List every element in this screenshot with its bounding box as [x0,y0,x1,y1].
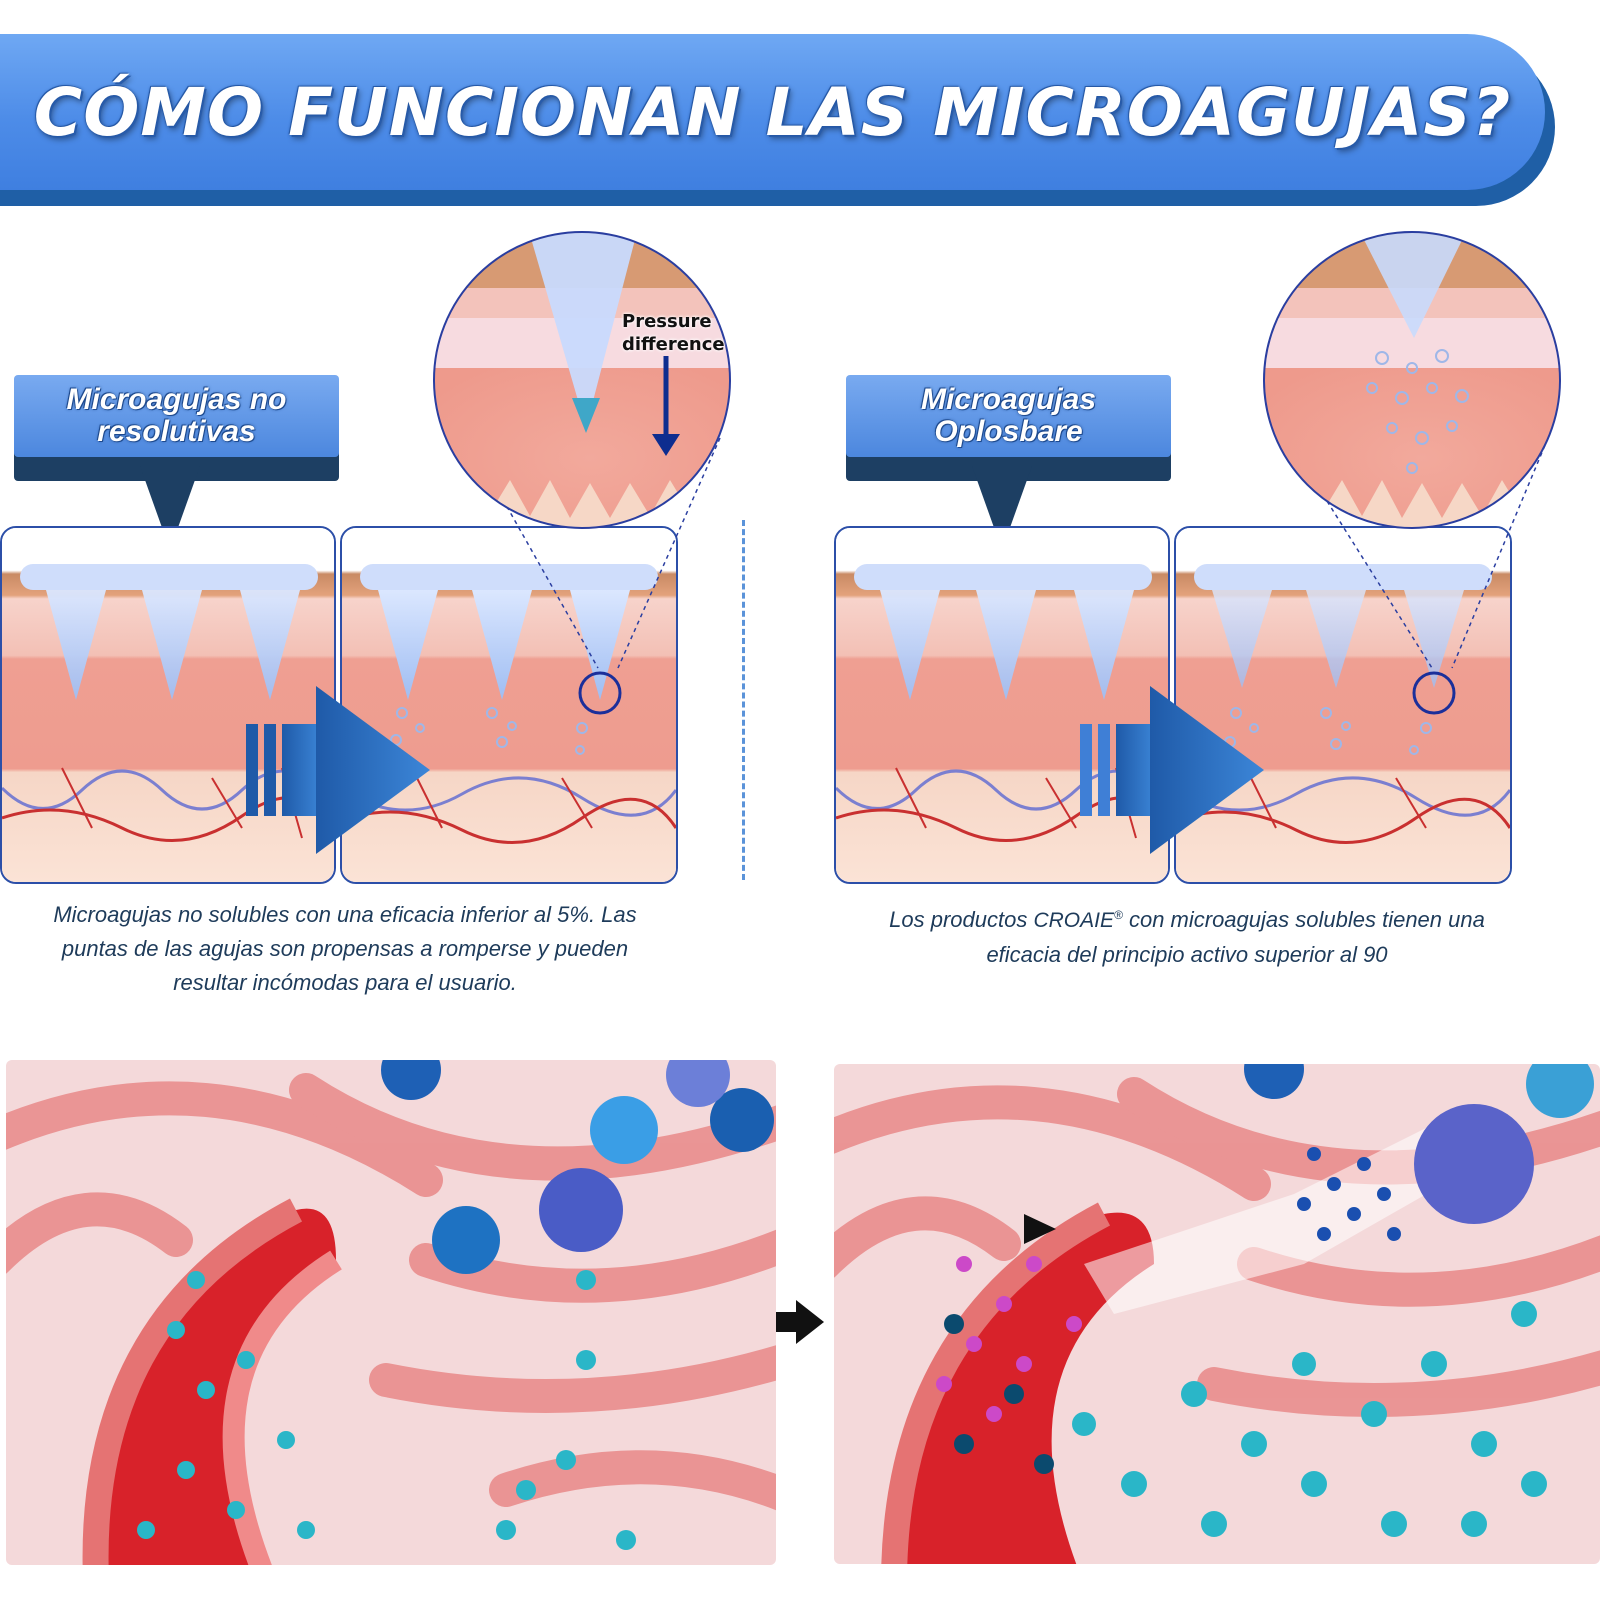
right-caption: Los productos CROAIE® con microagujas so… [872,898,1502,972]
brand-text: CROAIE [1033,909,1114,932]
right-zoom-magnifier [1263,231,1561,669]
right-skin-panel-before [834,526,1170,884]
left-transition-arrow [246,686,430,854]
title-banner [0,34,1545,190]
bottom-transition-arrow-icon [776,1300,824,1344]
right-callout-pointer [972,466,1032,550]
left-bloodstream-illustration [6,1060,776,1565]
page-title: CÓMO FUNCIONAN LAS MICROAGUJAS? [33,73,1512,151]
right-caption-prefix: Los productos [889,907,1028,932]
right-skin-panel-after [1174,526,1512,884]
pressure-difference-label: Pressure difference [622,311,725,355]
left-callout-label: Microagujas no resolutivas [14,375,339,457]
left-skin-panel-after [340,526,678,884]
left-callout-pointer [140,466,200,550]
right-transition-arrow [1080,686,1264,854]
right-bloodstream-illustration [834,1064,1600,1564]
left-caption: Microagujas no solubles con una eficacia… [53,902,637,995]
brand-name: CROAIE® [1033,908,1123,932]
right-caption-suffix: con microagujas solubles tienen una efic… [986,907,1485,967]
left-zoom-magnifier [433,231,731,669]
section-divider [742,520,745,880]
brand-registered-mark: ® [1113,908,1123,922]
right-callout-label: Microagujas Oplosbare [846,375,1171,457]
